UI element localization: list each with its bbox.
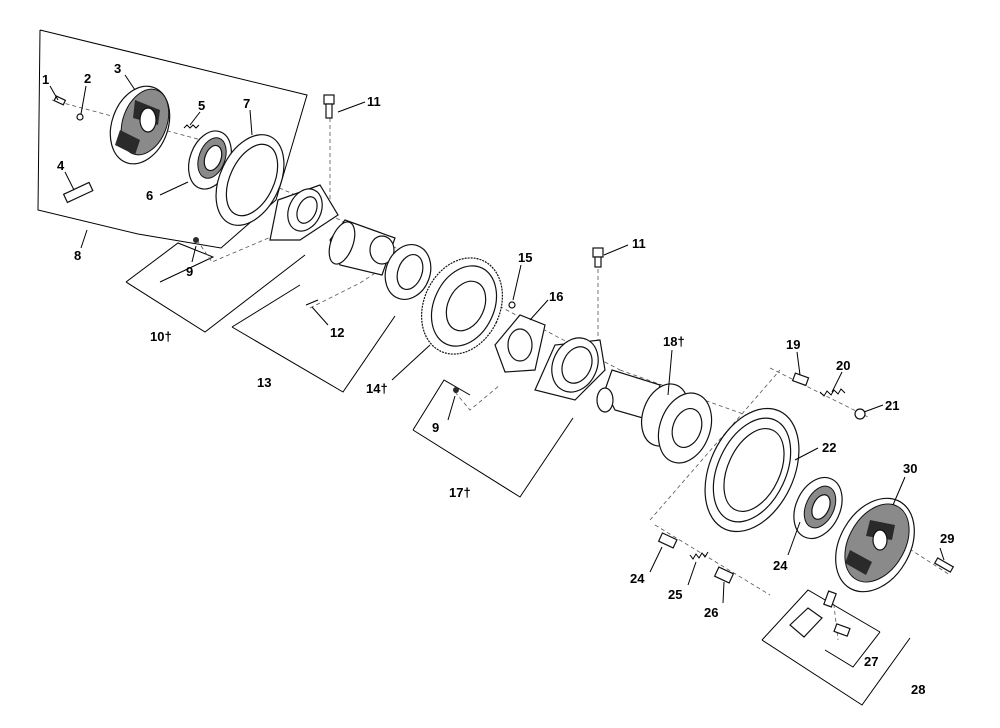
label-29: 29 [940, 531, 954, 546]
part-30-chuck-face [835, 497, 915, 593]
label-11-upper: 11 [367, 94, 381, 109]
label-7: 7 [243, 96, 250, 111]
part-12-pin [305, 299, 319, 306]
part-28-jaw-assembly [789, 590, 851, 638]
part-5-spring [183, 124, 200, 129]
label-15: 15 [518, 250, 532, 265]
label-14: 14† [366, 381, 388, 396]
label-4: 4 [57, 158, 65, 173]
label-9-lower: 9 [432, 420, 439, 435]
leader-lines [49, 74, 945, 604]
part-13-collar [384, 244, 432, 300]
label-12: 12 [330, 325, 344, 340]
part-4-plunger [62, 181, 94, 204]
part-21-nut [854, 408, 866, 420]
part-18-spindle [596, 369, 713, 464]
label-1: 1 [42, 72, 49, 87]
part-15-pin [508, 301, 516, 309]
bracket-10 [125, 242, 306, 333]
label-24-right: 24 [773, 558, 788, 573]
bracket-28 [761, 589, 911, 706]
part-11-bolt-lower [592, 247, 604, 268]
label-18: 18† [663, 334, 685, 349]
label-24-left: 24 [630, 571, 645, 586]
part-25-spring [689, 551, 709, 560]
label-6: 6 [146, 188, 153, 203]
part-sleeve [328, 219, 396, 276]
label-21: 21 [885, 398, 899, 413]
bracket-13 [231, 284, 396, 393]
part-14-gear [420, 257, 504, 355]
part-26-pin [713, 566, 735, 584]
part-7-ring [215, 134, 285, 226]
part-11-bolt-upper [323, 94, 335, 119]
label-27: 27 [864, 654, 878, 669]
label-11-lower: 11 [632, 236, 646, 251]
part-20-spring [819, 388, 846, 397]
part-19-pin [791, 372, 810, 387]
label-20: 20 [836, 358, 850, 373]
label-22: 22 [822, 440, 836, 455]
label-9-upper: 9 [186, 264, 193, 279]
label-5: 5 [198, 98, 205, 113]
part-22-ring [704, 407, 800, 533]
part-24-bearing [793, 476, 843, 540]
part-9-setscrew-upper [193, 237, 199, 243]
label-17: 17† [449, 485, 471, 500]
label-28: 28 [911, 682, 925, 697]
bracket-17 [412, 379, 574, 498]
part-29-screw [933, 557, 955, 573]
part-10-housing [269, 184, 339, 241]
label-19: 19 [786, 337, 800, 352]
callout-labels: 1 2 3 4 5 6 7 8 9 10† 11 12 13 14† 15 16… [42, 61, 954, 697]
label-8: 8 [74, 248, 81, 263]
label-2: 2 [84, 71, 91, 86]
part-24-pin [657, 532, 678, 549]
part-2-washer [76, 113, 84, 121]
label-26: 26 [704, 605, 718, 620]
label-13: 13 [257, 375, 271, 390]
part-17-housing [534, 337, 606, 401]
label-3: 3 [114, 61, 121, 76]
part-3-face-plate [109, 85, 171, 165]
axis-lines [51, 99, 951, 641]
label-30: 30 [903, 461, 917, 476]
bracket-8 [37, 29, 308, 249]
label-16: 16 [549, 289, 563, 304]
part-1-screw [53, 95, 67, 106]
label-10: 10† [150, 329, 172, 344]
part-16-key-plate [494, 314, 546, 373]
part-9-setscrew-lower [453, 387, 459, 393]
label-25: 25 [668, 587, 682, 602]
